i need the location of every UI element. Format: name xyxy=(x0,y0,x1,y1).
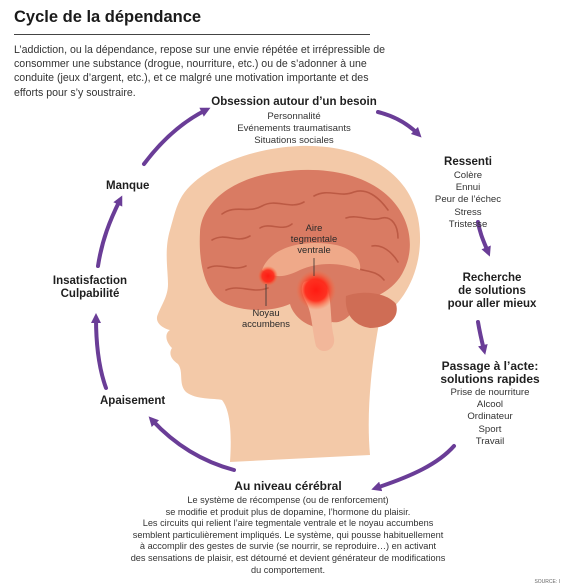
insatisfaction-line: Culpabilité xyxy=(40,288,140,301)
cerebral-line: Les circuits qui relient l’aire tegmenta… xyxy=(108,518,468,530)
stage-apaisement: Apaisement xyxy=(100,395,165,408)
stage-obsession: Obsession autour d’un besoin Personnalit… xyxy=(196,96,392,148)
recherche-line: pour aller mieux xyxy=(432,298,552,311)
passage-item: Prise de nourriture xyxy=(418,387,562,399)
passage-item: Ordinateur xyxy=(418,411,562,423)
aire-line: ventrale xyxy=(278,244,350,255)
cerebral-line: Le système de récompense (ou de renforce… xyxy=(108,495,468,507)
ressenti-item: Peur de l’échec xyxy=(420,194,516,206)
passage-line: solutions rapides xyxy=(418,373,562,386)
noyau-line: accumbens xyxy=(230,318,302,329)
stage-cerebral: Au niveau cérébral Le système de récompe… xyxy=(108,480,468,576)
accumbens-hotspot xyxy=(258,266,278,286)
stage-recherche: Recherche de solutions pour aller mieux xyxy=(432,272,552,311)
cerebral-line: se modifie et produit plus de dopamine, … xyxy=(108,507,468,519)
page-title: Cycle de la dépendance xyxy=(14,8,201,27)
obsession-item: Situations sociales xyxy=(196,135,392,147)
stage-passage: Passage à l’acte: solutions rapides Pris… xyxy=(418,360,562,448)
stage-cerebral-title: Au niveau cérébral xyxy=(108,480,468,493)
ressenti-item: Stress xyxy=(420,207,516,219)
title-divider xyxy=(14,34,370,35)
ressenti-item: Colère xyxy=(420,170,516,182)
stage-insatisfaction: Insatisfaction Culpabilité xyxy=(40,275,140,301)
source-credit: SOURCE: I xyxy=(534,579,560,585)
obsession-item: Evénements traumatisants xyxy=(196,123,392,135)
ressenti-item: Ennui xyxy=(420,182,516,194)
insatisfaction-line: Insatisfaction xyxy=(40,275,140,288)
aire-line: Aire xyxy=(278,222,350,233)
cerebral-line: des sensations de plaisir, est détourné … xyxy=(108,553,468,565)
stage-ressenti: Ressenti Colère Ennui Peur de l’échec St… xyxy=(420,156,516,231)
intro-text: L’addiction, ou la dépendance, repose su… xyxy=(14,43,386,100)
aire-line: tegmentale xyxy=(278,233,350,244)
cerebral-line: à accomplir des gestes de survie (se nou… xyxy=(108,541,468,553)
passage-item: Travail xyxy=(418,436,562,448)
stage-ressenti-title: Ressenti xyxy=(420,156,516,169)
cerebral-line: du comportement. xyxy=(108,565,468,577)
passage-item: Sport xyxy=(418,424,562,436)
stage-obsession-title: Obsession autour d’un besoin xyxy=(196,96,392,109)
vta-hotspot xyxy=(296,270,336,310)
cerebral-line: semblent particulièrement impliqués. Le … xyxy=(108,530,468,542)
label-aire-tegmentale: Aire tegmentale ventrale xyxy=(278,222,350,256)
label-noyau-accumbens: Noyau accumbens xyxy=(230,307,302,329)
obsession-item: Personnalité xyxy=(196,111,392,123)
stage-manque: Manque xyxy=(106,180,149,193)
recherche-line: Recherche xyxy=(432,272,552,285)
noyau-line: Noyau xyxy=(230,307,302,318)
passage-item: Alcool xyxy=(418,399,562,411)
ressenti-item: Tristesse xyxy=(420,219,516,231)
recherche-line: de solutions xyxy=(432,285,552,298)
